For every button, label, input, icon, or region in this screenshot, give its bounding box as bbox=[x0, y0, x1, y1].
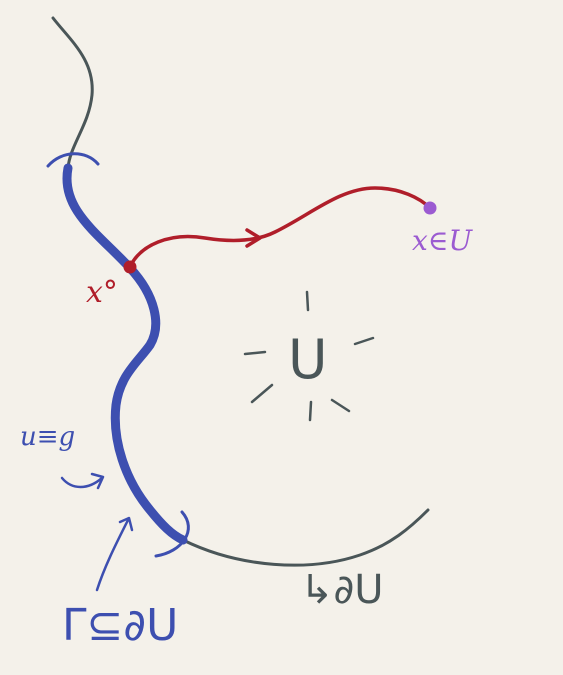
boundary-label: ↳∂U bbox=[300, 567, 383, 613]
gamma-end-cap-bottom bbox=[154, 510, 190, 558]
characteristic-arrow-icon bbox=[245, 228, 262, 248]
gamma-curve bbox=[62, 163, 188, 545]
region-label: U bbox=[288, 328, 328, 391]
boundary-condition-arrow bbox=[60, 476, 104, 489]
boundary-curve-bottom bbox=[181, 508, 430, 567]
boundary-condition-arrow-icon bbox=[90, 472, 105, 490]
x0-point bbox=[123, 260, 137, 274]
boundary-curve-top bbox=[51, 16, 94, 170]
gamma-label: Γ⊆∂U bbox=[62, 600, 178, 651]
gamma-label-arrow bbox=[95, 518, 130, 592]
boundary-condition-label: u≡g bbox=[20, 422, 75, 452]
gamma-end-cap-top bbox=[46, 152, 100, 168]
gamma-label-arrow-icon bbox=[118, 516, 134, 532]
region-rays bbox=[243, 290, 375, 422]
x-in-u-label: x∈U bbox=[412, 224, 474, 257]
x0-label: x° bbox=[86, 275, 118, 310]
characteristic-curve bbox=[128, 186, 432, 269]
x-point bbox=[423, 201, 437, 215]
